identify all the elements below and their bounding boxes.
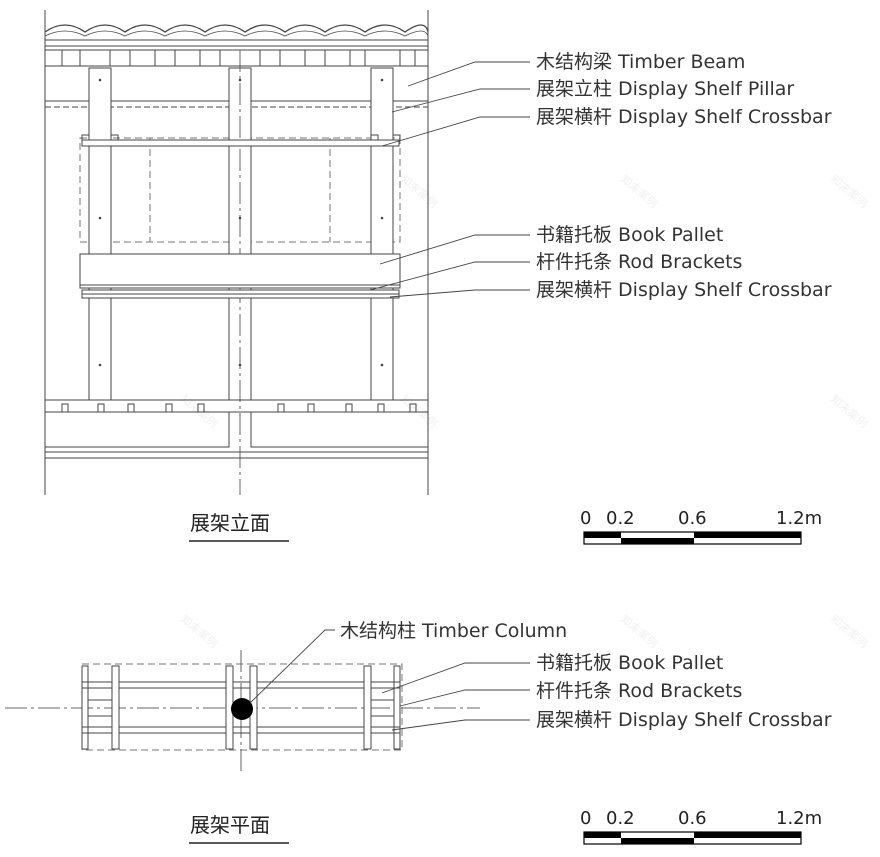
upper-crossbar	[81, 139, 400, 147]
label-timber-beam: 木结构梁 Timber Beam	[536, 51, 745, 73]
label-shelf-pillar: 展架立柱 Display Shelf Pillar	[536, 78, 794, 100]
label-shelf-crossbar-upper: 展架横杆 Display Shelf Crossbar	[536, 106, 832, 128]
label-plan-rod-brackets: 杆件托条 Rod Brackets	[536, 680, 742, 702]
scale-tick-0.2: 0.2	[606, 508, 635, 529]
plan-title: 展架平面	[190, 813, 270, 837]
watermark: 知末案例	[178, 392, 221, 431]
roof-tiles	[44, 24, 429, 33]
watermark: 知末案例	[178, 612, 221, 651]
watermark: 知末案例	[828, 392, 871, 431]
label-shelf-crossbar-lower: 展架横杆 Display Shelf Crossbar	[536, 279, 832, 301]
plan-labels: 木结构柱 Timber Column 书籍托板 Book Pallet 杆件托条…	[340, 620, 832, 731]
scale-bar-plan: 0 0.2 0.6 1.2m	[580, 808, 822, 845]
elevation-leaders	[369, 61, 530, 298]
watermark: 知末案例	[618, 172, 661, 211]
elevation-view	[44, 10, 530, 495]
elevation-title: 展架立面	[190, 511, 270, 535]
watermark: 知末案例	[828, 612, 871, 651]
plan-rungs	[88, 699, 394, 717]
plan-dashed-outline	[81, 663, 403, 751]
timber-beam	[44, 49, 429, 67]
scale-tick-0: 0	[580, 808, 591, 829]
plan-leaders	[249, 629, 530, 731]
label-timber-column: 木结构柱 Timber Column	[340, 620, 567, 642]
watermark: 知末案例	[398, 172, 441, 211]
plan-view	[5, 629, 530, 775]
label-book-pallet: 书籍托板 Book Pallet	[536, 224, 723, 246]
watermark: 知末案例	[398, 392, 441, 431]
floor-joists	[61, 403, 417, 413]
pillar-right	[370, 67, 394, 401]
scale-tick-0.2: 0.2	[606, 808, 635, 829]
scale-bar-elevation: 0 0.2 0.6 1.2m	[580, 508, 822, 545]
scale-tick-0.6: 0.6	[678, 508, 707, 529]
label-rod-brackets: 杆件托条 Rod Brackets	[536, 251, 742, 273]
watermarks: 知末案例 知末案例 知末案例 知末案例 知末案例 知末案例 知末案例 知末案例 …	[178, 172, 871, 651]
timber-column	[231, 698, 253, 720]
watermark: 知末案例	[618, 612, 661, 651]
scale-tick-0: 0	[580, 508, 591, 529]
floor-slab	[45, 411, 428, 448]
pillar-bolts	[98, 78, 384, 367]
elevation-labels: 木结构梁 Timber Beam 展架立柱 Display Shelf Pill…	[536, 51, 832, 301]
book-pallet	[79, 253, 401, 289]
scale-tick-1.2m: 1.2m	[776, 808, 822, 829]
pillar-left	[88, 67, 112, 401]
label-plan-shelf-crossbar: 展架横杆 Display Shelf Crossbar	[536, 709, 832, 731]
scale-tick-0.6: 0.6	[678, 808, 707, 829]
label-plan-book-pallet: 书籍托板 Book Pallet	[536, 652, 723, 674]
scale-tick-1.2m: 1.2m	[776, 508, 822, 529]
watermark: 知末案例	[828, 172, 871, 211]
beam-joists	[61, 50, 416, 66]
